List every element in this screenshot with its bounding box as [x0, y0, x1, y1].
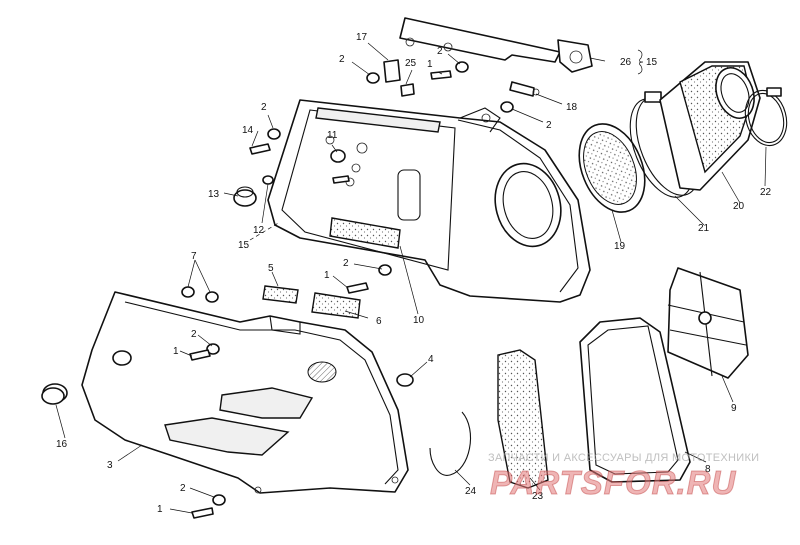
callout-15: 15 [238, 240, 250, 251]
callout-8: 8 [705, 464, 711, 475]
callout-2: 2 [437, 46, 443, 57]
callout-6: 6 [376, 316, 382, 327]
callout-12: 12 [253, 225, 265, 236]
callout-1: 1 [427, 59, 433, 70]
top-bracket [399, 17, 593, 73]
callout-2: 2 [191, 329, 197, 340]
callout-19: 19 [614, 241, 626, 252]
callout-3: 3 [107, 460, 113, 471]
airbox-housing-part-10 [267, 99, 591, 303]
callout-20: 20 [733, 201, 745, 212]
callout-21: 21 [698, 223, 710, 234]
callout-25: 25 [405, 58, 417, 69]
callout-2: 2 [339, 54, 345, 65]
flange-ring-part-19 [578, 123, 646, 213]
foam-sheet-part-23 [497, 349, 549, 489]
callout-11: 11 [327, 130, 338, 141]
intake-duct-part-20 [659, 61, 761, 191]
callout-5: 5 [268, 263, 274, 274]
callout-17: 17 [356, 32, 368, 43]
filter-element-part-8 [579, 317, 691, 483]
callout-9: 9 [731, 403, 737, 414]
callout-1: 1 [157, 504, 163, 515]
callout-10: 10 [413, 315, 425, 326]
leader-lines [55, 42, 767, 514]
snap-ring-part-24 [429, 411, 471, 476]
callout-2: 2 [343, 258, 349, 269]
callout-22: 22 [760, 187, 772, 198]
callout-2: 2 [546, 120, 552, 131]
callout-16: 16 [56, 439, 68, 450]
callout-1: 1 [324, 270, 330, 281]
callout-23: 23 [532, 491, 544, 502]
callout-13: 13 [208, 189, 220, 200]
callout-1: 1 [173, 346, 179, 357]
callout-24: 24 [465, 486, 477, 497]
callout-7: 7 [191, 251, 197, 262]
watermark-subtitle: ЗАПЧАСТИ И АКСЕССУАРЫ ДЛЯ МОТОТЕХНИКИ [488, 452, 760, 464]
callout-26: 26 [620, 57, 632, 68]
callout-2: 2 [180, 483, 186, 494]
callout-labels: 2 17 25 1 2 26 15 18 2 2 14 13 11 12 15 … [56, 32, 772, 515]
lower-cover-part-3 [81, 291, 409, 494]
hose-clamp-part-22 [744, 87, 788, 147]
hardware [41, 59, 540, 519]
callout-15: 15 [646, 57, 658, 68]
filter-cage-part-9 [667, 267, 749, 379]
watermark-logo: PARTSFOR.RU [489, 464, 737, 502]
callout-18: 18 [566, 102, 578, 113]
callout-14: 14 [242, 125, 254, 136]
foam-pads-parts-5-6 [262, 285, 361, 319]
callout-2: 2 [261, 102, 267, 113]
callout-4: 4 [428, 354, 434, 365]
